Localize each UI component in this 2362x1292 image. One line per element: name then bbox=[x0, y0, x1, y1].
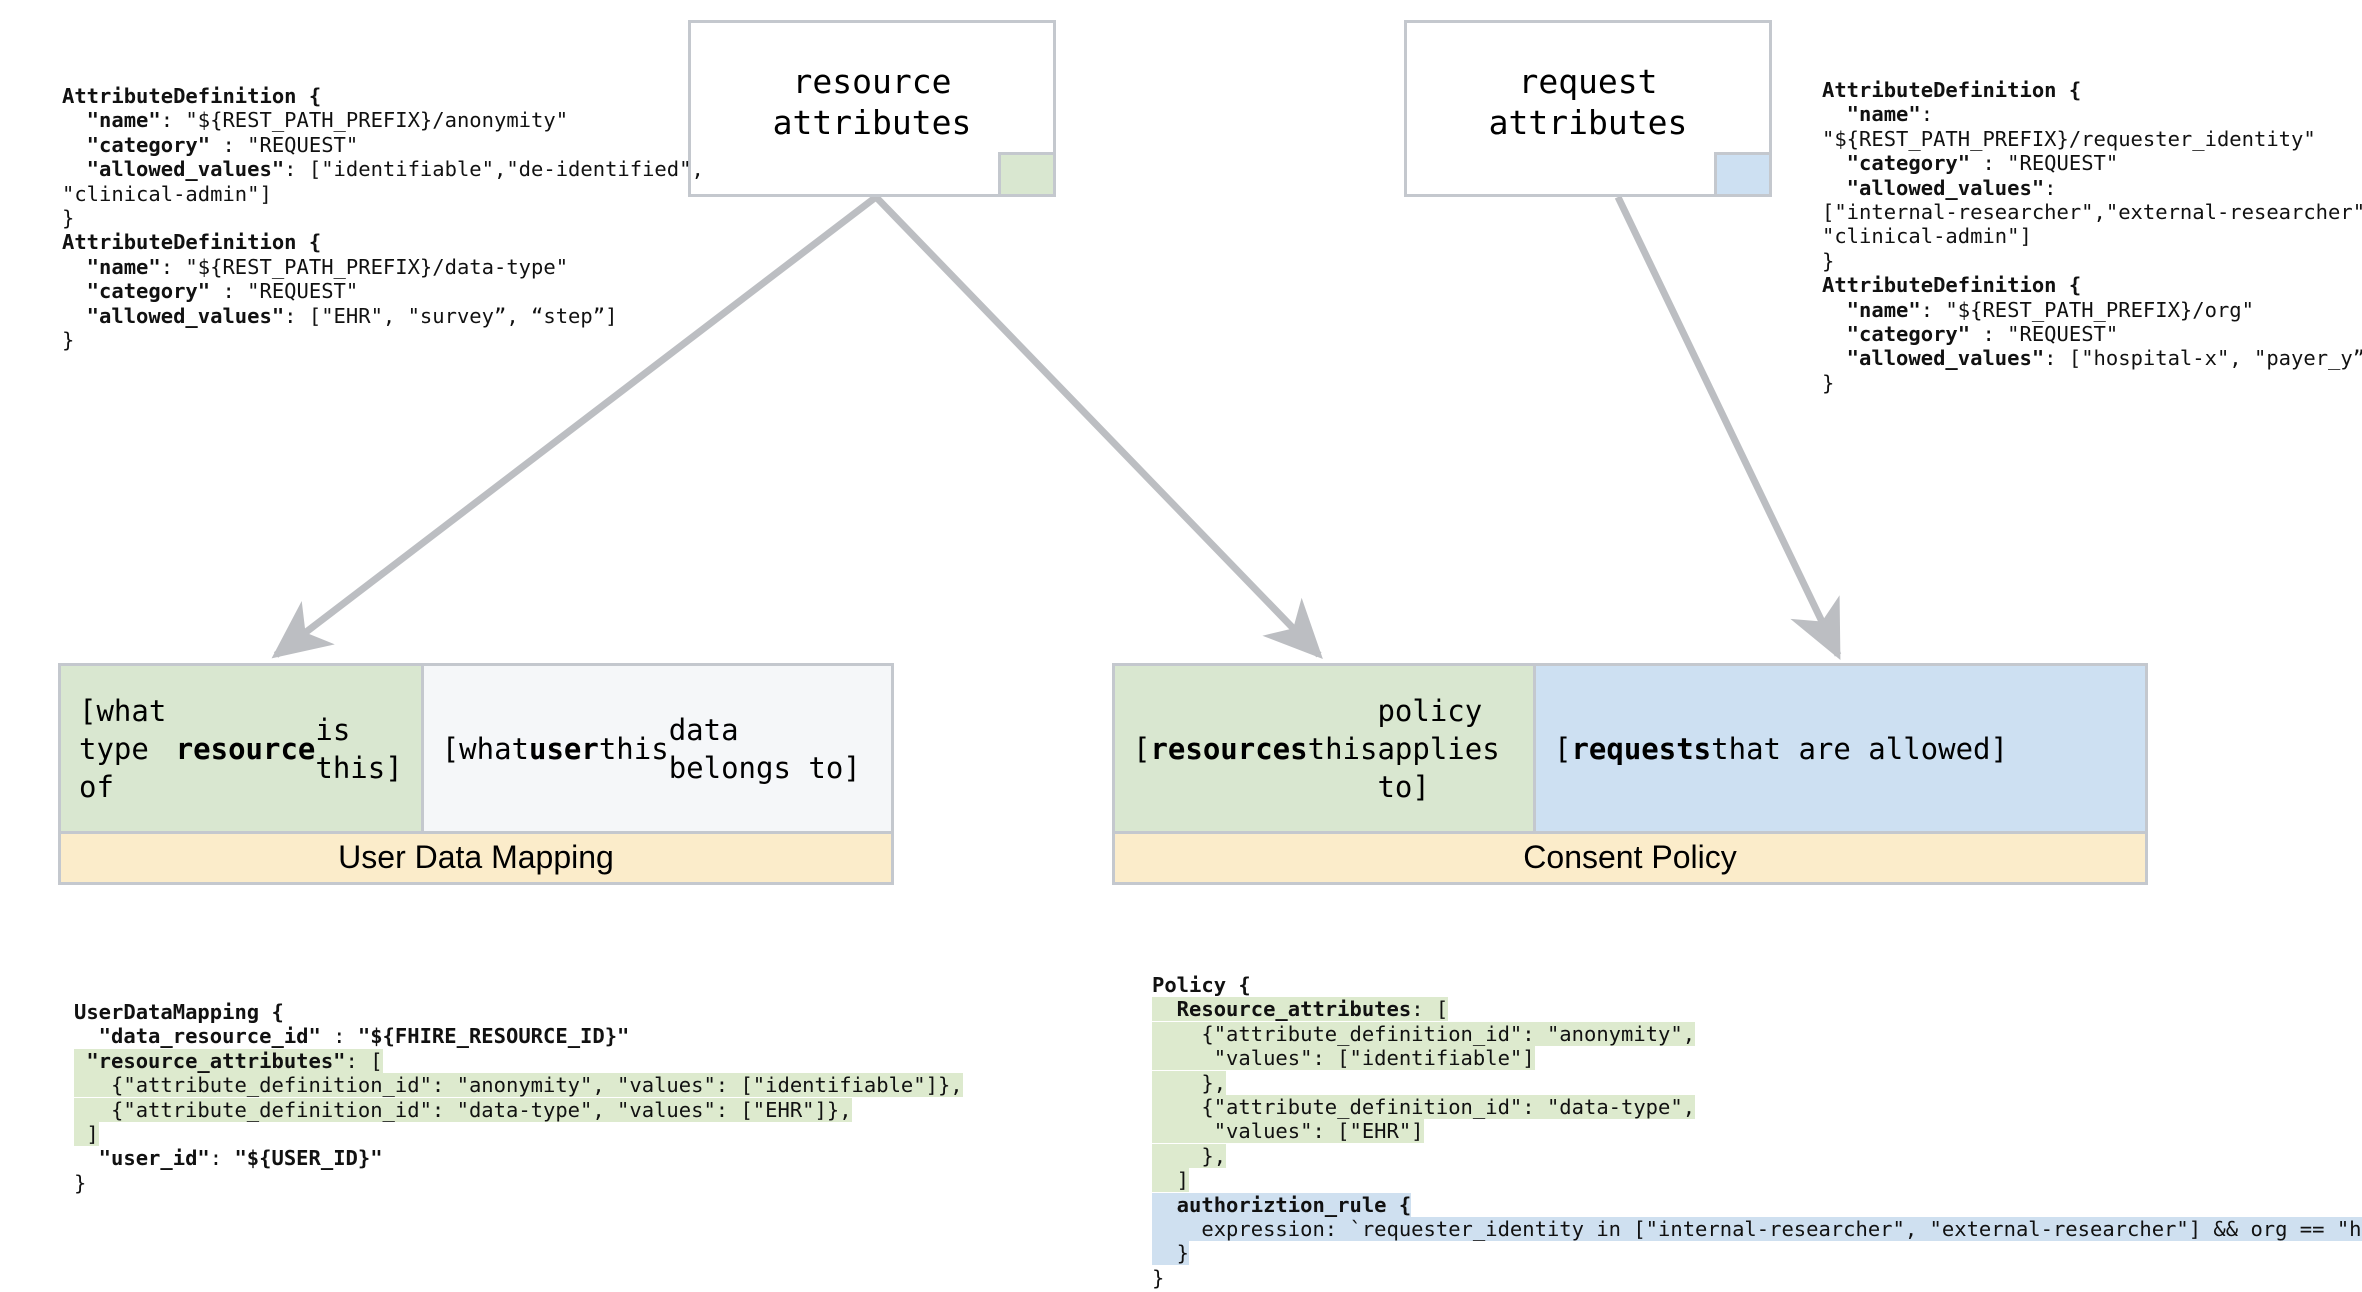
user-data-mapping-entity[interactable]: [what type of resource is this] [what us… bbox=[58, 663, 894, 885]
code-line: ] bbox=[1152, 1168, 2362, 1193]
code-line: Policy { bbox=[1152, 973, 2362, 997]
code-line: } bbox=[74, 1171, 963, 1195]
code-line-text: }, bbox=[1152, 1070, 1227, 1095]
code-line-text: } bbox=[1152, 1265, 1165, 1290]
code-line-text: Resource_attributes: [ bbox=[1152, 997, 1449, 1022]
code-line: }, bbox=[1152, 1070, 2362, 1095]
code-line: } bbox=[62, 206, 75, 231]
request-attributes-label-line1: request bbox=[1518, 61, 1658, 101]
code-line: {"attribute_definition_id": "data-type",… bbox=[74, 1097, 963, 1122]
request-color-swatch bbox=[1714, 152, 1772, 197]
arrow-resource-to-consent-policy bbox=[873, 194, 1323, 660]
code-line-text: ] bbox=[74, 1122, 99, 1147]
cell-divider bbox=[420, 666, 424, 831]
user-data-mapping-resource-cell[interactable]: [what type of resource is this] bbox=[61, 666, 421, 831]
user-data-mapping-code: UserDataMapping { "data_resource_id" : "… bbox=[74, 1000, 963, 1195]
code-line: "values": ["EHR"] bbox=[1152, 1119, 2362, 1144]
code-line: } bbox=[62, 328, 75, 353]
code-line: "resource_attributes": [ bbox=[74, 1048, 963, 1073]
code-line: } bbox=[1822, 370, 1835, 395]
code-line-text: Policy { bbox=[1152, 973, 1251, 997]
code-line: Resource_attributes: [ bbox=[1152, 997, 2362, 1022]
code-line: AttributeDefinition { bbox=[1822, 78, 2082, 102]
code-line-text: "resource_attributes": [ bbox=[74, 1048, 383, 1073]
code-line: "${REST_PATH_PREFIX}/requester_identity" bbox=[1822, 126, 2316, 151]
code-line: {"attribute_definition_id": "anonymity",… bbox=[74, 1073, 963, 1098]
code-line: "data_resource_id" : "${FHIRE_RESOURCE_I… bbox=[74, 1024, 963, 1048]
code-line: expression: `requester_identity in ["int… bbox=[1152, 1217, 2362, 1242]
code-line: "clinical-admin"] bbox=[1822, 224, 2032, 249]
code-line-text: "values": ["identifiable"] bbox=[1152, 1046, 1535, 1071]
code-line-text: } bbox=[1152, 1241, 1190, 1266]
code-line-text: {"attribute_definition_id": "data-type", bbox=[1152, 1095, 1696, 1120]
code-line: "values": ["identifiable"] bbox=[1152, 1046, 2362, 1071]
code-line: authoriztion_rule { bbox=[1152, 1192, 2362, 1217]
code-line: UserDataMapping { bbox=[74, 1000, 963, 1024]
arrow-request-to-consent-policy bbox=[1614, 195, 1842, 661]
code-line-text: "user_id": "${USER_ID}" bbox=[74, 1146, 383, 1171]
code-line-text: expression: `requester_identity in ["int… bbox=[1152, 1217, 2362, 1242]
code-line: } bbox=[1152, 1266, 2362, 1290]
resource-attributes-label-line1: resource bbox=[792, 61, 952, 101]
code-line: AttributeDefinition { bbox=[62, 230, 322, 255]
code-line-text: {"attribute_definition_id": "anonymity",… bbox=[74, 1073, 963, 1098]
code-line: "category" : "REQUEST" bbox=[1822, 322, 2119, 347]
code-line: "category" : "REQUEST" bbox=[1822, 151, 2119, 176]
consent-policy-title: Consent Policy bbox=[1115, 831, 2145, 882]
request-attributes-label-line2: attributes bbox=[1488, 102, 1688, 142]
code-line: {"attribute_definition_id": "data-type", bbox=[1152, 1095, 2362, 1120]
attribute-definitions-left-code: AttributeDefinition { "name": "${REST_PA… bbox=[62, 84, 704, 352]
resource-attributes-label-line2: attributes bbox=[772, 102, 972, 142]
code-line: } bbox=[1822, 248, 1835, 273]
code-line: ["internal-researcher","external-researc… bbox=[1822, 200, 2362, 225]
user-data-mapping-title: User Data Mapping bbox=[61, 831, 891, 882]
code-line: AttributeDefinition { bbox=[62, 84, 322, 108]
code-line: "allowed_values": ["EHR", "survey”, “ste… bbox=[62, 303, 618, 328]
code-line-text: UserDataMapping { bbox=[74, 1000, 284, 1024]
user-data-mapping-cells: [what type of resource is this] [what us… bbox=[61, 666, 891, 831]
code-line: }, bbox=[1152, 1143, 2362, 1168]
code-line: "user_id": "${USER_ID}" bbox=[74, 1146, 963, 1170]
code-line: "clinical-admin"] bbox=[62, 181, 272, 206]
attribute-definitions-right-code: AttributeDefinition { "name":"${REST_PAT… bbox=[1822, 78, 2362, 395]
code-line: "category" : "REQUEST" bbox=[62, 132, 359, 157]
code-line-text: "values": ["EHR"] bbox=[1152, 1119, 1424, 1144]
code-line: {"attribute_definition_id": "anonymity", bbox=[1152, 1021, 2362, 1046]
code-line-text: authoriztion_rule { bbox=[1152, 1192, 1412, 1217]
code-line: "allowed_values": bbox=[1822, 175, 2057, 200]
code-line: "name": bbox=[1822, 102, 1934, 127]
code-line-text: } bbox=[74, 1170, 87, 1195]
code-line: "allowed_values": ["identifiable","de-id… bbox=[62, 157, 704, 182]
consent-policy-requests-cell[interactable]: [requests that are allowed] bbox=[1536, 666, 2145, 831]
code-line: "category" : "REQUEST" bbox=[62, 279, 359, 304]
code-line: "name": "${REST_PATH_PREFIX}/data-type" bbox=[62, 254, 569, 279]
resource-color-swatch bbox=[998, 152, 1056, 197]
code-line-text: {"attribute_definition_id": "data-type",… bbox=[74, 1097, 852, 1122]
code-line-text: ] bbox=[1152, 1168, 1190, 1193]
code-line: AttributeDefinition { bbox=[1822, 273, 2082, 298]
policy-code: Policy { Resource_attributes: [ {"attrib… bbox=[1152, 973, 2362, 1290]
code-line: "allowed_values": ["hospital-x", "payer_… bbox=[1822, 346, 2362, 371]
code-line-text: {"attribute_definition_id": "anonymity", bbox=[1152, 1021, 1696, 1046]
cell-divider bbox=[1533, 666, 1536, 831]
code-line: ] bbox=[74, 1122, 963, 1147]
code-line: "name": "${REST_PATH_PREFIX}/anonymity" bbox=[62, 108, 569, 133]
code-line-text: }, bbox=[1152, 1143, 1227, 1168]
code-line-text: "data_resource_id" : "${FHIRE_RESOURCE_I… bbox=[74, 1024, 630, 1049]
code-line: } bbox=[1152, 1241, 2362, 1266]
code-line: "name": "${REST_PATH_PREFIX}/org" bbox=[1822, 297, 2254, 322]
